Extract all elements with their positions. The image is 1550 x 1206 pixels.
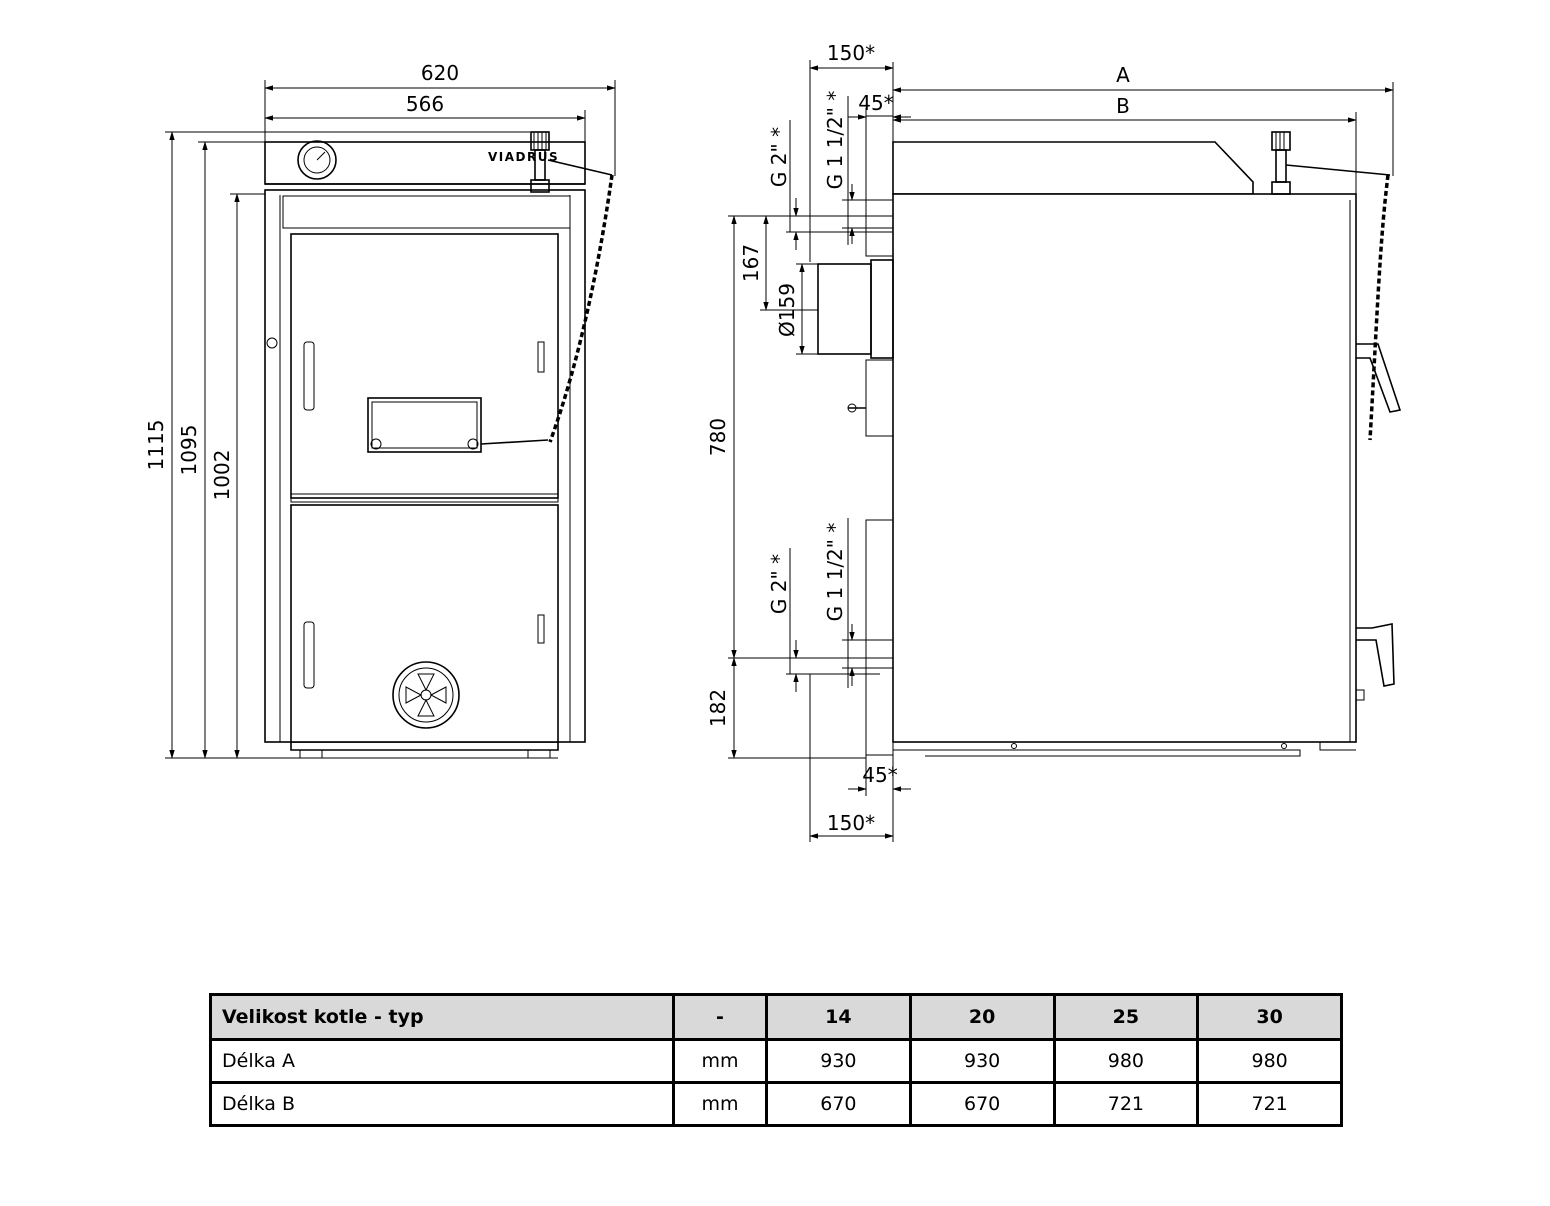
dim-front-width-620: 620 — [264, 61, 616, 176]
table-cell: 721 — [1052, 1081, 1200, 1127]
dim-offset-bottom-150: 150* — [809, 674, 894, 842]
air-regulator-icon — [392, 661, 460, 729]
svg-text:G 2" *: G 2" * — [767, 127, 791, 187]
dim-flue-diameter-159: Ø159 — [775, 263, 818, 355]
dim-length-a: A — [892, 62, 1394, 176]
table-header-row: Velikost kotle - typ - 14 20 25 30 — [209, 993, 1343, 1041]
table-cell: 930 — [908, 1038, 1056, 1084]
table-cell: 670 — [908, 1081, 1056, 1127]
table-cell: mm — [672, 1038, 768, 1084]
svg-text:Ø159: Ø159 — [775, 283, 799, 337]
boiler-size-table: Velikost kotle - typ - 14 20 25 30 Délka… — [209, 993, 1343, 1127]
dim-thread-bottom-g2: G 2" * — [767, 548, 880, 692]
table-header-cell: - — [672, 993, 768, 1041]
side-chain — [1368, 174, 1390, 441]
svg-text:45*: 45* — [858, 91, 893, 115]
dim-thread-top-g112: G 1 1/2" * — [823, 91, 893, 245]
svg-text:1002: 1002 — [210, 450, 234, 501]
upper-door — [290, 233, 559, 499]
svg-text:A: A — [1116, 63, 1130, 87]
table-cell: 670 — [765, 1081, 912, 1127]
dim-front-height-1115: 1115 — [144, 131, 558, 759]
dim-flue-offset-167: 167 — [728, 215, 818, 311]
dim-thread-top-g2: G 2" * — [767, 120, 893, 250]
svg-text:G 1 1/2" *: G 1 1/2" * — [823, 523, 847, 622]
table-cell: 930 — [765, 1038, 912, 1084]
svg-text:G 1 1/2" *: G 1 1/2" * — [823, 91, 847, 190]
svg-text:1095: 1095 — [177, 425, 201, 476]
svg-text:566: 566 — [406, 92, 444, 116]
dim-offset-top-150: 150* — [809, 41, 894, 262]
side-top-cover — [892, 141, 1254, 195]
svg-text:150*: 150* — [827, 41, 875, 65]
table-cell: 980 — [1052, 1038, 1200, 1084]
side-valve-icon — [1271, 131, 1391, 195]
svg-text:182: 182 — [706, 689, 730, 727]
lower-door — [290, 504, 559, 743]
svg-text:1115: 1115 — [144, 420, 168, 471]
table-row: Délka A mm 930 930 980 980 — [209, 1038, 1343, 1084]
valve-icon — [530, 131, 613, 193]
technical-drawing: VIADRUS — [144, 41, 1402, 842]
table-cell: 980 — [1196, 1038, 1343, 1084]
table-header-cell: 14 — [765, 993, 912, 1041]
dim-front-width-566: 566 — [264, 92, 586, 142]
svg-text:45*: 45* — [862, 763, 897, 787]
svg-text:780: 780 — [706, 418, 730, 456]
svg-text:620: 620 — [421, 61, 459, 85]
inspection-flap — [367, 397, 482, 453]
front-view: VIADRUS — [144, 61, 616, 759]
brand-label: VIADRUS — [488, 150, 559, 164]
flue-pipe — [817, 263, 872, 355]
side-view: A B 150* 45* G 2" * — [706, 41, 1402, 842]
dim-front-height-1002: 1002 — [210, 193, 265, 759]
dim-offset-bottom-45: 45* — [848, 742, 911, 842]
table-cell: 721 — [1196, 1081, 1343, 1127]
table-header-cell: 25 — [1052, 993, 1200, 1041]
table-header-cell: 20 — [908, 993, 1056, 1041]
dim-length-b: B — [892, 94, 1357, 194]
svg-text:G 2" *: G 2" * — [767, 554, 791, 614]
table-header-cell: Velikost kotle - typ — [209, 993, 675, 1041]
table-cell: mm — [672, 1081, 768, 1127]
table-header-cell: 30 — [1196, 993, 1343, 1041]
svg-text:150*: 150* — [827, 811, 875, 835]
dim-offset-top-45: 45* — [848, 91, 911, 120]
thermometer-icon — [297, 140, 337, 180]
dim-thread-bottom-g112: G 1 1/2" * — [823, 518, 893, 688]
dim-height-182: 182 — [706, 657, 866, 759]
table-cell: Délka A — [209, 1038, 675, 1084]
svg-text:B: B — [1116, 94, 1130, 118]
front-chain — [548, 174, 614, 443]
side-body — [892, 193, 1357, 743]
svg-text:167: 167 — [739, 244, 763, 282]
dim-front-height-1095: 1095 — [177, 141, 265, 759]
table-cell: Délka B — [209, 1081, 675, 1127]
table-row: Délka B mm 670 670 721 721 — [209, 1081, 1343, 1127]
